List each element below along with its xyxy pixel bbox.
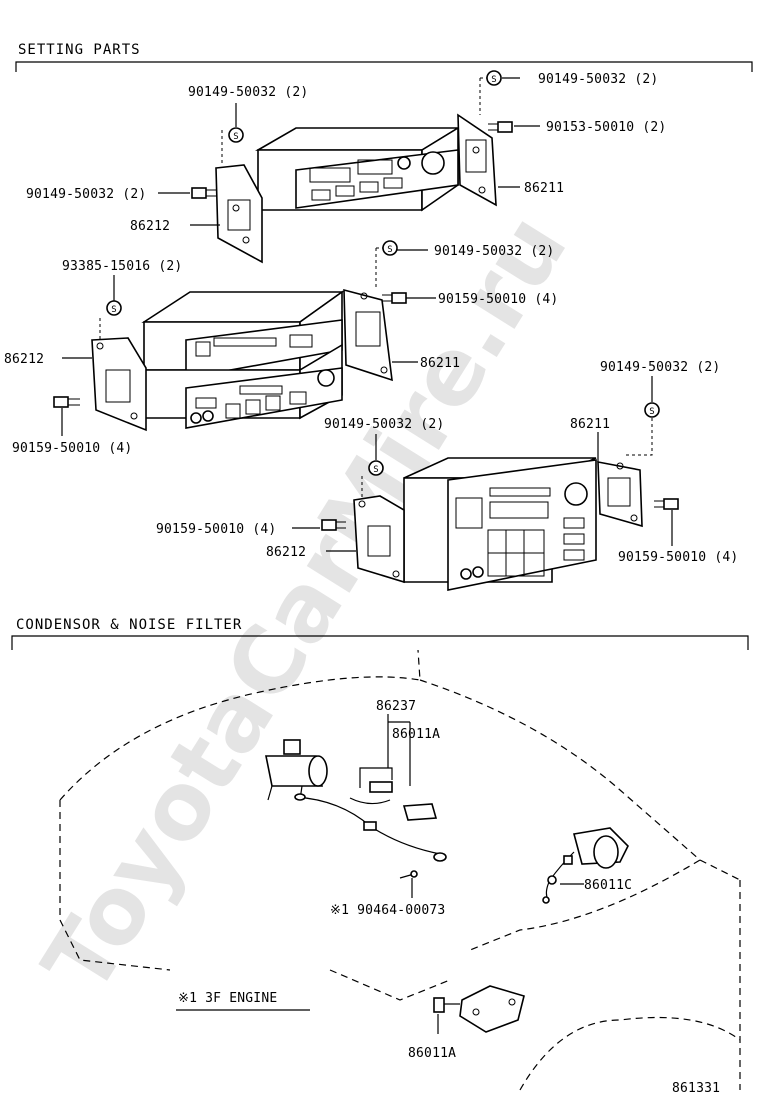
clip-90464 <box>399 870 418 879</box>
screw-right-low <box>654 498 679 510</box>
radio-unit-double <box>141 290 345 429</box>
figure-number: 861331 <box>672 1081 720 1096</box>
svg-text:S: S <box>373 465 378 475</box>
section-bracket-setting-parts <box>15 61 753 72</box>
s-clip-symbol-c2: S <box>368 460 384 476</box>
label-86211-c: 86211 <box>570 417 610 432</box>
label-90159-50010-b6: 90159-50010 (4) <box>12 441 132 456</box>
radio-unit-top <box>255 126 461 212</box>
bracket-86211-mid <box>343 288 393 382</box>
screw-left-mid <box>53 396 80 408</box>
label-90149-50032-a2: 90149-50032 (2) <box>538 72 658 87</box>
note-3f-engine: ※1 3F ENGINE <box>178 991 277 1006</box>
label-86212-c: 86212 <box>266 545 306 560</box>
label-86212-a: 86212 <box>130 219 170 234</box>
bracket-86212-mid <box>91 337 147 432</box>
bracket-86211-top <box>457 113 497 207</box>
s-clip-symbol-a1: S <box>228 127 244 143</box>
radio-unit-large <box>403 457 597 591</box>
label-93385-15016: 93385-15016 (2) <box>62 259 182 274</box>
label-86212-b: 86212 <box>4 352 44 367</box>
svg-text:S: S <box>111 305 116 315</box>
condensor-86237 <box>265 739 447 862</box>
screw-left-top <box>191 187 216 199</box>
label-90464-00073: ※1 90464-00073 <box>330 903 445 918</box>
section-title-condensor: CONDENSOR & NOISE FILTER <box>16 617 242 633</box>
label-90159-50010-b3: 90159-50010 (4) <box>438 292 558 307</box>
bracket-86211-low <box>597 461 643 528</box>
label-90153-50010: 90153-50010 (2) <box>546 120 666 135</box>
label-90149-50032-c1: 90149-50032 (2) <box>600 360 720 375</box>
label-90159-50010-c6: 90159-50010 (4) <box>618 550 738 565</box>
screw-left-low <box>321 519 346 531</box>
s-clip-symbol-a2: S <box>486 70 502 86</box>
label-86211-b: 86211 <box>420 356 460 371</box>
svg-text:S: S <box>649 407 654 417</box>
noise-filter-86011a-lower <box>433 985 525 1033</box>
label-90149-50032-a4: 90149-50032 (2) <box>26 187 146 202</box>
bracket-86212-top <box>215 164 263 264</box>
label-86011a-lower: 86011A <box>408 1046 456 1061</box>
noise-filter-86011a <box>349 767 438 821</box>
s-clip-symbol-b2: S <box>382 240 398 256</box>
s-clip-symbol-b1: S <box>106 300 122 316</box>
svg-text:S: S <box>387 245 392 255</box>
label-86211-a: 86211 <box>524 181 564 196</box>
vehicle-body-outline <box>59 649 741 1091</box>
s-clip-symbol-c1: S <box>644 402 660 418</box>
label-90149-50032-c2: 90149-50032 (2) <box>324 417 444 432</box>
screw-right-top <box>488 121 513 133</box>
label-86237: 86237 <box>376 699 416 714</box>
section-title-setting-parts: SETTING PARTS <box>18 42 141 58</box>
section-bracket-condensor <box>11 635 749 650</box>
label-90159-50010-c4: 90159-50010 (4) <box>156 522 276 537</box>
label-90149-50032-a1: 90149-50032 (2) <box>188 85 308 100</box>
svg-text:S: S <box>491 75 496 85</box>
label-86011c: 86011C <box>584 878 632 893</box>
screw-right-mid <box>382 292 407 304</box>
bracket-86212-low <box>353 495 405 584</box>
label-90149-50032-b2: 90149-50032 (2) <box>434 244 554 259</box>
svg-text:S: S <box>233 132 238 142</box>
condensor-86011c <box>542 827 629 904</box>
label-86011a-upper: 86011A <box>392 727 440 742</box>
